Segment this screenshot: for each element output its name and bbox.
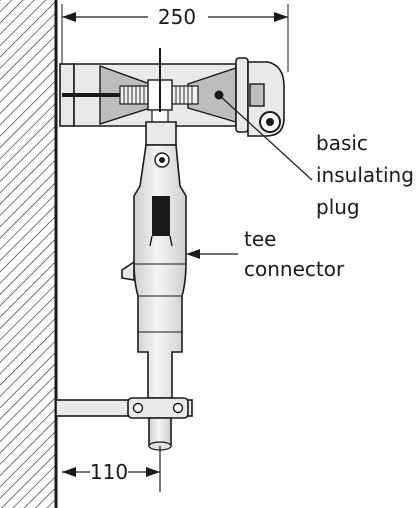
offset-dimension-label: 110 bbox=[90, 460, 128, 484]
tee-leader bbox=[186, 249, 238, 259]
plug-label-line3: plug bbox=[316, 195, 360, 219]
bushing-housing bbox=[59, 63, 237, 127]
tee-connector-body bbox=[121, 48, 187, 399]
plug-label-line2: insulating bbox=[316, 163, 414, 187]
cable-core bbox=[152, 196, 170, 236]
offset-dimension: 110 bbox=[62, 460, 160, 484]
plug-leader bbox=[219, 95, 313, 181]
cable bbox=[148, 417, 172, 492]
mounting-bracket bbox=[55, 397, 193, 419]
wall bbox=[0, 0, 58, 508]
width-dimension: 250 bbox=[61, 4, 289, 72]
tee-label-line1: tee bbox=[244, 227, 276, 251]
plug-label-line1: basic bbox=[316, 131, 368, 155]
end-cap bbox=[235, 57, 285, 137]
tee-label-line2: connector bbox=[244, 257, 345, 281]
width-dimension-label: 250 bbox=[158, 5, 196, 29]
